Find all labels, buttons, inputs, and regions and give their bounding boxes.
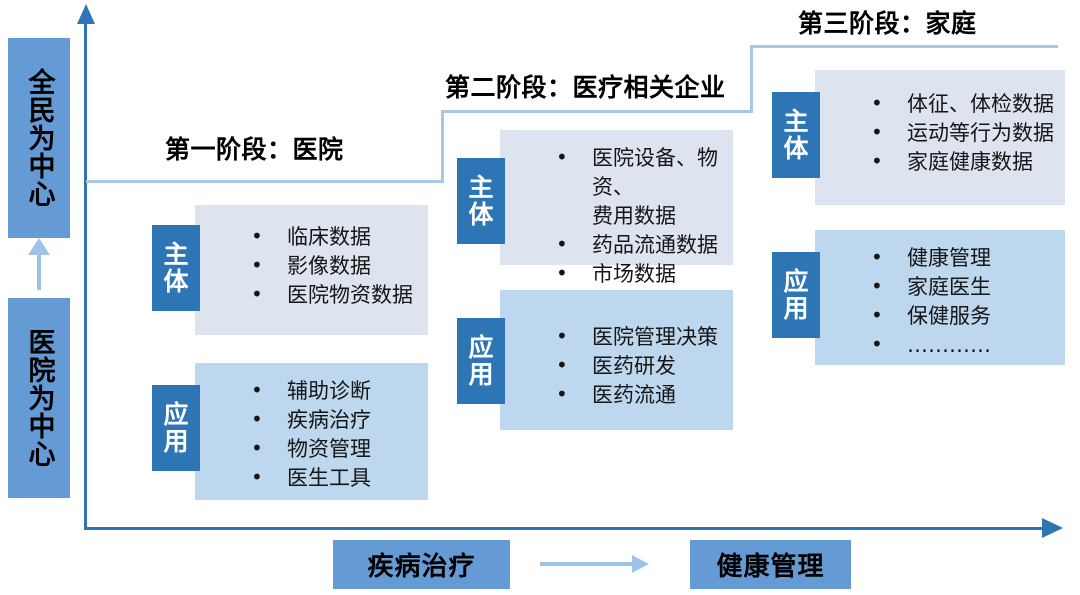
- stage-2-subject-tag: 主体: [457, 158, 505, 244]
- list-item: 疾病治疗: [247, 405, 422, 435]
- stage-3-subject-tag-label: 主体: [783, 107, 809, 163]
- stage-2-application-tag-label: 应用: [468, 333, 494, 389]
- list-item: 体征、体检数据: [867, 89, 1059, 119]
- stage-3-title: 第三阶段：家庭: [798, 9, 977, 38]
- y-axis-line: [84, 22, 87, 530]
- list-item: 医院物资数据: [247, 280, 422, 310]
- stage-3-subject-panel: 体征、体检数据 运动等行为数据 家庭健康数据: [815, 70, 1065, 205]
- list-item: 药品流通数据: [552, 230, 727, 260]
- list-item: 市场数据: [552, 259, 727, 289]
- x-axis-arrow-icon: [1042, 518, 1063, 538]
- x-axis-line: [84, 527, 1044, 530]
- stage-3-subject-list: 体征、体检数据 运动等行为数据 家庭健康数据: [867, 89, 1059, 177]
- stage-2-title: 第二阶段：医疗相关企业: [445, 73, 726, 102]
- stage-1-application-tag: 应用: [152, 385, 200, 471]
- stage-3-application-panel: 健康管理 家庭医生 保健服务 …………: [815, 230, 1065, 365]
- list-item: 家庭健康数据: [867, 147, 1059, 177]
- list-item: 医院设备、物资、 费用数据: [552, 143, 727, 231]
- list-item: 医药研发: [552, 351, 727, 381]
- stage-1-application-tag-label: 应用: [163, 400, 189, 456]
- stage-1-subject-panel: 临床数据 影像数据 医院物资数据: [195, 205, 428, 335]
- connector-step-1-riser: [441, 110, 444, 183]
- y-axis-label-top: 全民为中心: [8, 38, 70, 238]
- stage-2-subject-list: 医院设备、物资、 费用数据 药品流通数据 市场数据: [552, 143, 727, 289]
- stage-1-subject-tag: 主体: [152, 225, 200, 311]
- list-item: 健康管理: [867, 243, 1059, 273]
- list-item: 影像数据: [247, 251, 422, 281]
- connector-step-1-horizontal: [86, 180, 444, 183]
- connector-step-3-horizontal: [750, 45, 1058, 48]
- stage-1-application-list: 辅助诊断 疾病治疗 物资管理 医生工具: [247, 376, 422, 493]
- x-axis-progress-arrow-shaft: [540, 562, 636, 566]
- stage-2-application-tag: 应用: [457, 318, 505, 404]
- list-item: 医院管理决策: [552, 322, 727, 352]
- stage-3-application-tag: 应用: [772, 252, 820, 338]
- list-item: …………: [867, 330, 1059, 360]
- stage-3-subject-tag: 主体: [772, 92, 820, 178]
- x-axis-progress-arrow-icon: [632, 555, 649, 573]
- stage-2-application-panel: 医院管理决策 医药研发 医药流通: [500, 290, 733, 430]
- y-axis-progress-arrow-icon: [28, 238, 50, 255]
- x-axis-label-right: 健康管理: [690, 540, 851, 589]
- stage-3-application-tag-label: 应用: [783, 267, 809, 323]
- y-axis-arrow-icon: [77, 4, 95, 24]
- list-item: 运动等行为数据: [867, 118, 1059, 148]
- list-item: 医生工具: [247, 463, 422, 493]
- y-axis-progress-arrow-shaft: [37, 252, 41, 290]
- x-axis-label-left: 疾病治疗: [333, 540, 510, 589]
- y-axis-label-bottom: 医院为中心: [8, 298, 70, 498]
- connector-step-2-horizontal: [441, 110, 753, 113]
- list-item: 临床数据: [247, 222, 422, 252]
- stage-2-subject-tag-label: 主体: [468, 173, 494, 229]
- list-item: 物资管理: [247, 434, 422, 464]
- list-item: 家庭医生: [867, 272, 1059, 302]
- list-item: 医药流通: [552, 380, 727, 410]
- list-item: 辅助诊断: [247, 376, 422, 406]
- stage-1-application-panel: 辅助诊断 疾病治疗 物资管理 医生工具: [195, 363, 428, 500]
- stage-1-subject-tag-label: 主体: [163, 240, 189, 296]
- stage-2-subject-panel: 医院设备、物资、 费用数据 药品流通数据 市场数据: [500, 130, 733, 288]
- list-item: 保健服务: [867, 301, 1059, 331]
- connector-step-2-riser: [750, 45, 753, 113]
- stage-1-subject-list: 临床数据 影像数据 医院物资数据: [247, 222, 422, 310]
- stage-1-title: 第一阶段：医院: [165, 135, 344, 164]
- stage-2-application-list: 医院管理决策 医药研发 医药流通: [552, 322, 727, 410]
- stage-3-application-list: 健康管理 家庭医生 保健服务 …………: [867, 243, 1059, 360]
